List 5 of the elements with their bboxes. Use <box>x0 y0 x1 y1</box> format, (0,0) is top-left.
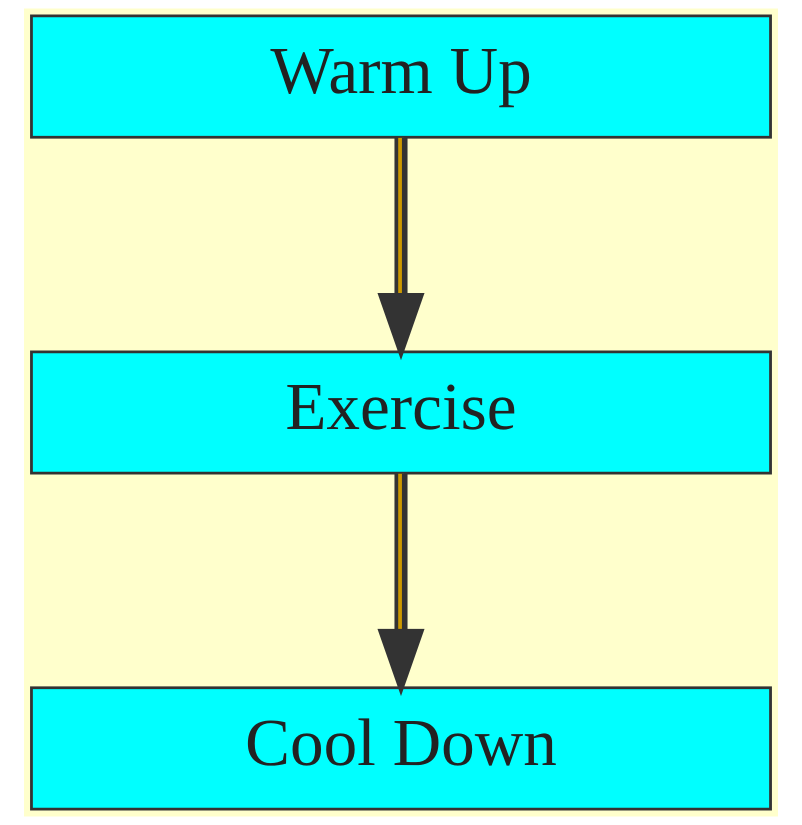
arrow <box>377 474 425 696</box>
node-box: Cool Down <box>30 686 772 810</box>
node-box: Exercise <box>30 350 772 475</box>
arrow <box>377 138 425 360</box>
node-box: Warm Up <box>30 14 772 139</box>
